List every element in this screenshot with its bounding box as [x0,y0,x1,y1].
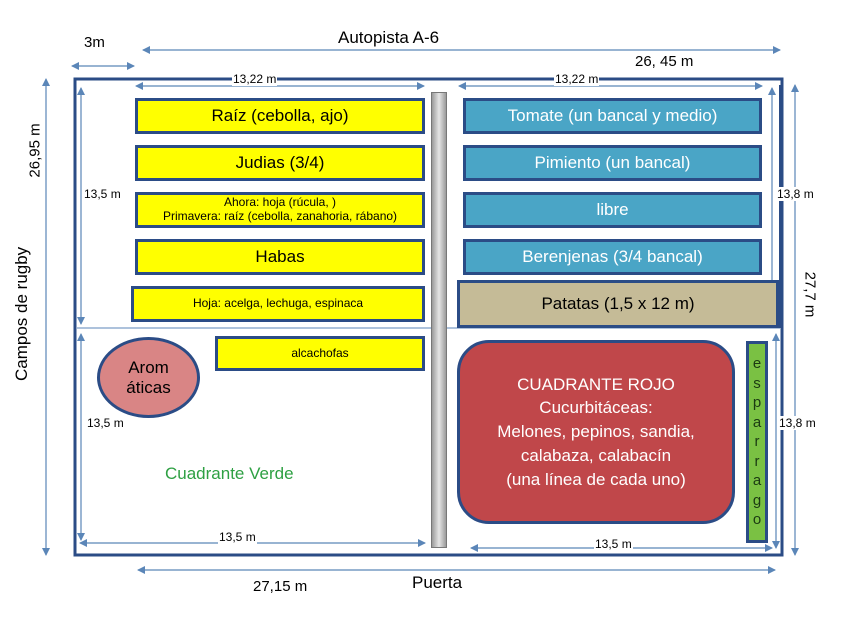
esparrago-letter: g [752,491,762,509]
red-quadrant-line2: Melones, pepinos, sandia, [497,422,695,442]
red-quadrant-line1: Cucurbitáceas: [539,398,653,418]
bed-libre-label: libre [596,200,629,220]
right-length-label: 27,7 m [801,271,819,318]
top-right-length-label: 26, 45 m [635,53,694,70]
quad-tl-width-label: 13,22 m [232,72,278,86]
bed-tomate: Tomate (un bancal y medio) [463,98,762,134]
quad-tl-height-label: 13,5 m [84,187,121,201]
bottom-length-label: 27,15 m [253,578,308,595]
top-offset-label: 3m [84,34,105,51]
bed-hoja: Hoja: acelga, lechuga, espinaca [131,286,425,322]
red-quadrant: CUADRANTE ROJO Cucurbitáceas: Melones, p… [457,340,735,524]
bed-judias: Judias (3/4) [135,145,425,181]
bed-habas-label: Habas [255,247,305,267]
esparrago-letter: a [752,472,762,490]
esparrago-letter: r [754,452,760,470]
bed-alcachofas-label: alcachofas [291,345,349,360]
bed-raiz: Raíz (cebolla, ajo) [135,98,425,134]
esparrago-letter: o [752,511,762,529]
garden-outer-frame [73,77,784,557]
bed-pimiento-label: Pimiento (un bancal) [534,153,691,173]
bed-tomate-label: Tomate (un bancal y medio) [507,106,718,126]
central-path [431,92,447,548]
bed-ahora-primavera: Ahora: hoja (rúcula, ) Primavera: raíz (… [135,192,425,228]
esparrago-letter: r [754,433,760,451]
esparrago-letter: p [752,394,762,412]
bed-hoja-label: Hoja: acelga, lechuga, espinaca [192,296,364,311]
highway-label: Autopista A-6 [338,28,440,47]
quad-tr-width-label: 13,22 m [554,72,600,86]
bed-ahora-line1: Ahora: hoja (rúcula, ) [223,195,337,210]
bed-raiz-label: Raíz (cebolla, ajo) [211,106,349,126]
bed-aromaticas-line2: áticas [126,377,171,397]
red-quadrant-title: CUADRANTE ROJO [517,374,675,394]
green-quadrant-label: Cuadrante Verde [165,464,294,483]
bed-aromaticas-line1: Arom [128,357,169,377]
left-length-label: 26,95 m [26,123,44,178]
gate-label: Puerta [412,573,463,592]
quad-br-height-label: 13,8 m [779,416,816,430]
bed-libre: libre [463,192,762,228]
quad-tr-height-label: 13,8 m [777,187,814,201]
esparrago-letter: s [753,374,761,392]
bed-berenjenas-label: Berenjenas (3/4 bancal) [522,247,703,267]
bed-berenjenas: Berenjenas (3/4 bancal) [463,239,762,275]
bed-ahora-line2: Primavera: raíz (cebolla, zanahoria, ráb… [162,209,398,223]
bed-judias-label: Judias (3/4) [235,153,325,173]
left-side-label: Campos de rugby [12,246,31,381]
bed-aromaticas: Arom áticas [97,337,200,418]
esparrago-letter: e [752,355,762,373]
bed-pimiento: Pimiento (un bancal) [463,145,762,181]
bed-patatas-label: Patatas (1,5 x 12 m) [541,294,695,314]
bed-habas: Habas [135,239,425,275]
quad-bl-width-label: 13,5 m [218,530,257,544]
bed-patatas: Patatas (1,5 x 12 m) [457,280,779,328]
quad-bl-height-label: 13,5 m [87,416,124,430]
esparrago-letter: a [752,413,762,431]
quad-br-width-label: 13,5 m [594,537,633,551]
red-quadrant-line3: calabaza, calabacín [520,445,672,465]
bed-alcachofas: alcachofas [215,336,425,371]
bed-esparrago: e s p a r r a g o [746,341,768,543]
red-quadrant-line4: (una línea de cada uno) [506,469,686,489]
